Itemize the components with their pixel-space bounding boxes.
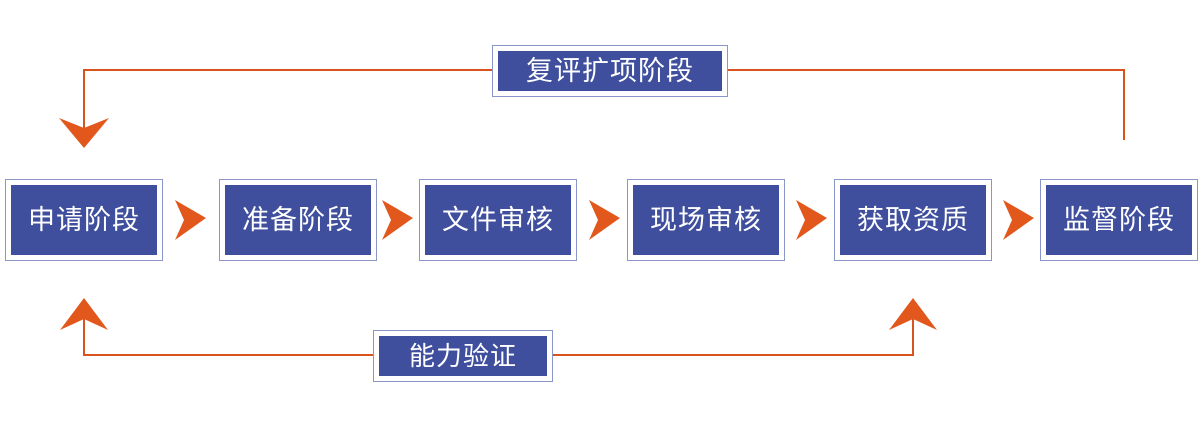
node-supervise[interactable]: 监督阶段 xyxy=(1040,179,1198,261)
node-proficiency[interactable]: 能力验证 xyxy=(373,330,553,382)
chevron-right-icon-2 xyxy=(379,197,419,243)
node-onsite-label: 现场审核 xyxy=(650,204,762,235)
node-supervise-label: 监督阶段 xyxy=(1063,204,1175,235)
node-doc-review-inner: 文件审核 xyxy=(423,183,573,257)
connector-proficiency-to-apply xyxy=(60,298,373,356)
node-doc-review-label: 文件审核 xyxy=(442,204,554,235)
node-prepare-label: 准备阶段 xyxy=(242,204,354,235)
arrow-down-icon xyxy=(59,118,109,148)
node-reassess-inner: 复评扩项阶段 xyxy=(496,49,724,93)
arrow-up-icon xyxy=(60,298,108,330)
arrow-up-icon xyxy=(889,298,937,330)
chevron-right-icon-5 xyxy=(1000,197,1040,243)
node-prepare[interactable]: 准备阶段 xyxy=(219,179,377,261)
node-reassess-label: 复评扩项阶段 xyxy=(526,55,694,86)
connector-qualify-to-proficiency xyxy=(553,298,937,356)
node-apply[interactable]: 申请阶段 xyxy=(5,179,163,261)
chevron-right-icon-1 xyxy=(172,197,212,243)
node-onsite[interactable]: 现场审核 xyxy=(627,179,785,261)
node-doc-review[interactable]: 文件审核 xyxy=(419,179,577,261)
chevron-right-icon-3 xyxy=(586,197,626,243)
node-qualify-label: 获取资质 xyxy=(857,204,969,235)
node-qualify-inner: 获取资质 xyxy=(838,183,988,257)
node-prepare-inner: 准备阶段 xyxy=(223,183,373,257)
node-proficiency-inner: 能力验证 xyxy=(377,334,549,378)
node-supervise-inner: 监督阶段 xyxy=(1044,183,1194,257)
node-onsite-inner: 现场审核 xyxy=(631,183,781,257)
connector-reassess-to-apply xyxy=(59,69,492,148)
node-proficiency-label: 能力验证 xyxy=(408,341,517,371)
chevron-right-icon-4 xyxy=(793,197,833,243)
connector-feedback-top xyxy=(728,69,1125,140)
node-apply-inner: 申请阶段 xyxy=(9,183,159,257)
node-apply-label: 申请阶段 xyxy=(28,204,140,235)
node-reassess[interactable]: 复评扩项阶段 xyxy=(492,45,728,97)
node-qualify[interactable]: 获取资质 xyxy=(834,179,992,261)
